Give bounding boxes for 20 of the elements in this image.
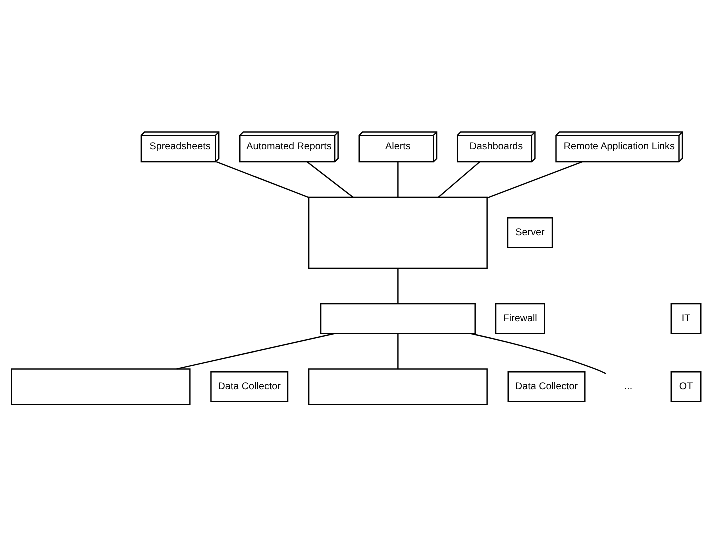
connector: [438, 161, 480, 198]
node-text: ...: [624, 381, 633, 392]
connector: [176, 332, 336, 370]
node-box: [308, 196, 488, 269]
node-label: Firewall: [503, 312, 538, 324]
connector: [307, 161, 354, 198]
node-box: OT: [670, 370, 702, 402]
connector: [487, 161, 583, 198]
node-label: Data Collector: [218, 381, 281, 392]
node-box: [308, 368, 488, 405]
connector: [398, 268, 399, 304]
connector: [398, 333, 399, 368]
connector: [470, 332, 606, 374]
connector: [216, 161, 310, 198]
node-box: [320, 302, 476, 334]
node-label: Server: [516, 227, 545, 238]
node-box: [11, 368, 191, 405]
connector: [398, 162, 399, 197]
node-label: Data Collector: [515, 381, 578, 392]
node-box: IT: [670, 302, 702, 334]
